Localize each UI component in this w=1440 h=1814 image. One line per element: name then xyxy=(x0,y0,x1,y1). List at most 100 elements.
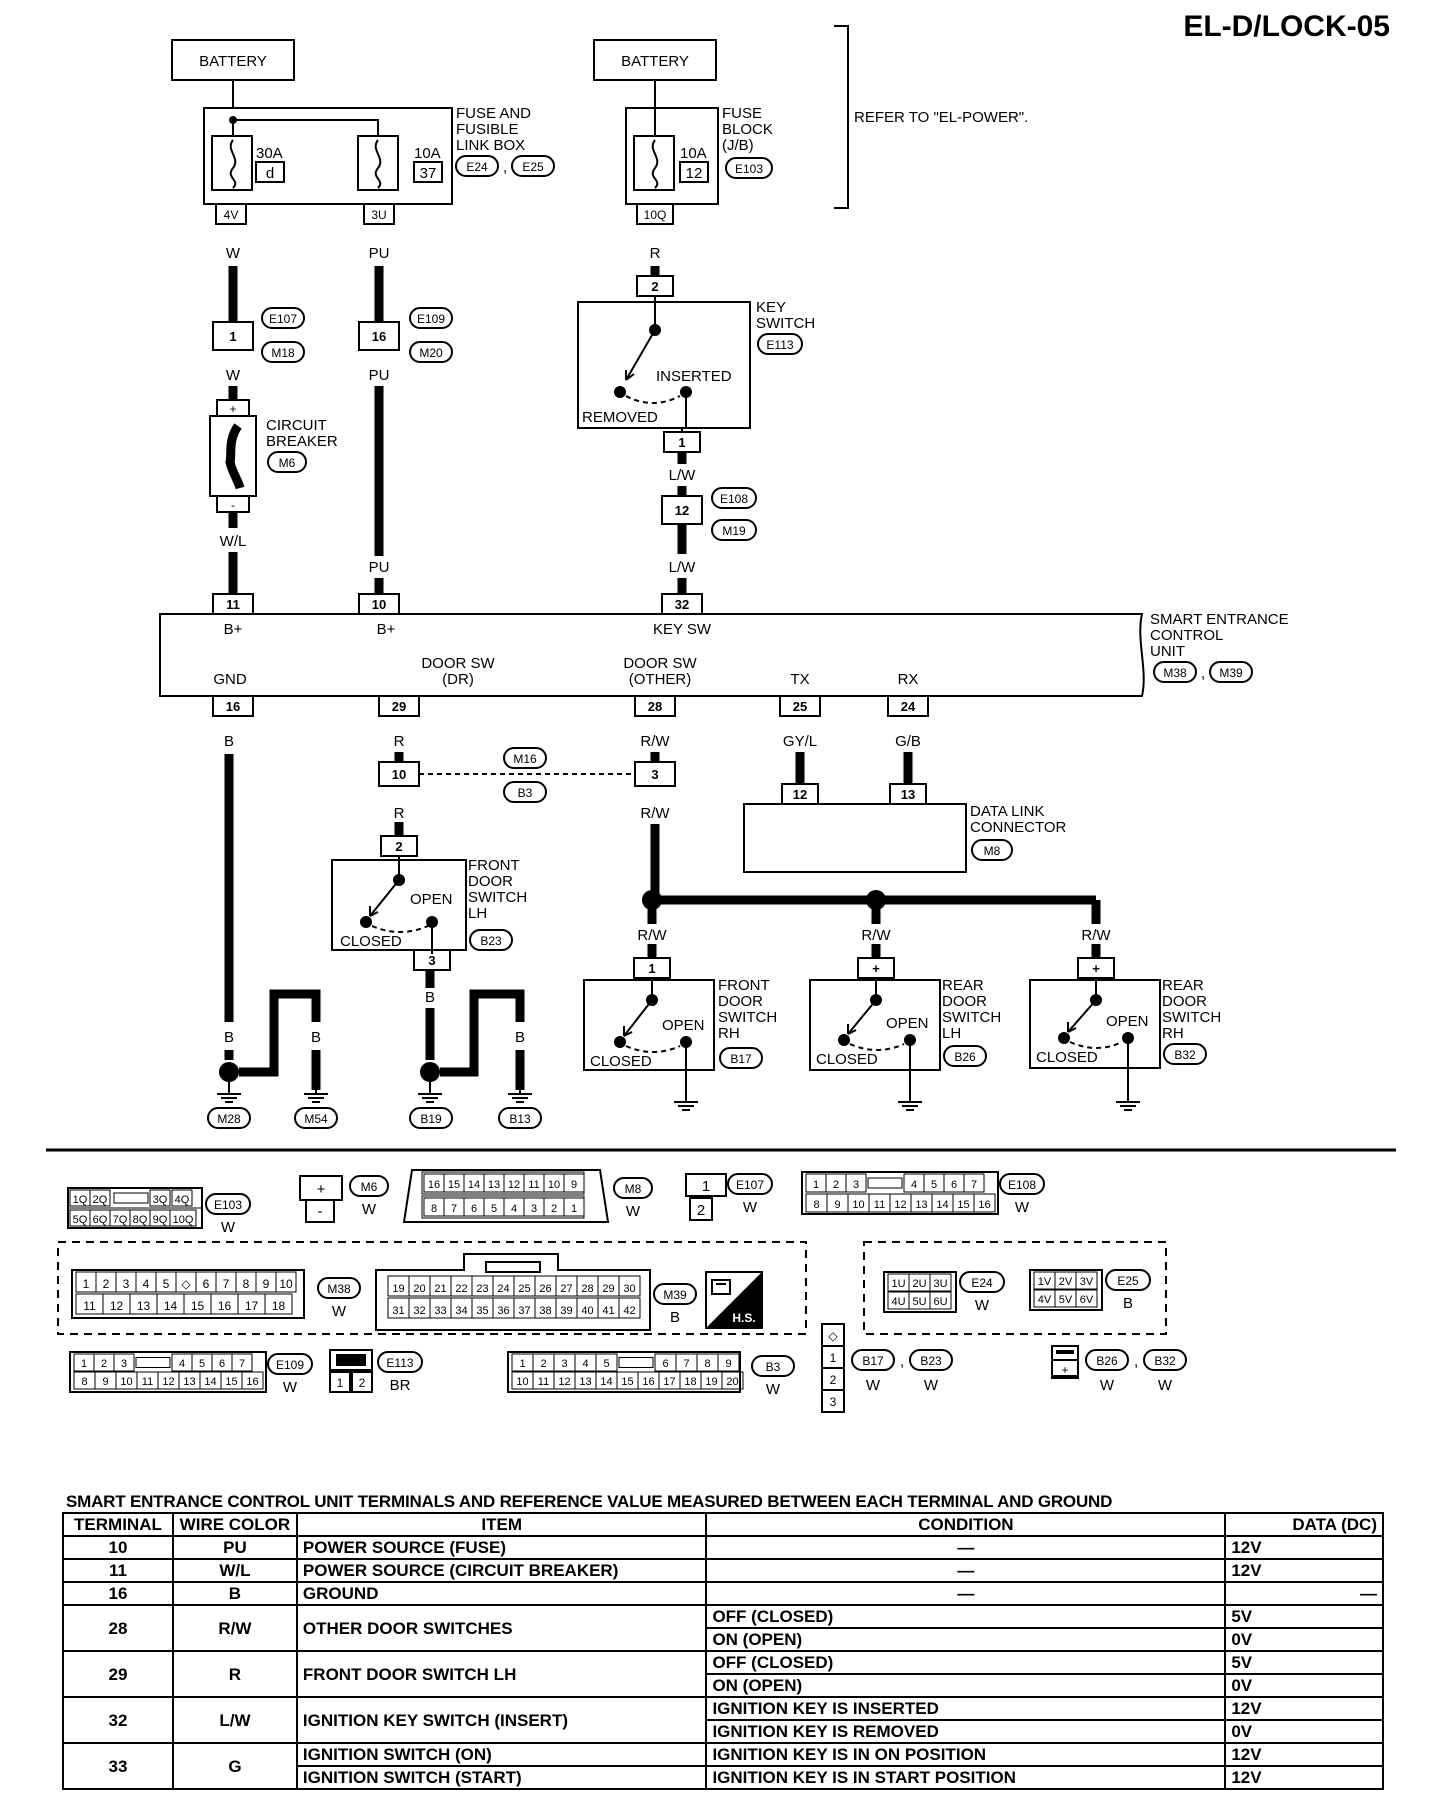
svg-text:-: - xyxy=(231,498,235,512)
svg-text:BATTERY: BATTERY xyxy=(199,53,267,70)
svg-text:SWITCH: SWITCH xyxy=(942,1009,1001,1026)
connector-pin-label: 5 xyxy=(163,1277,170,1291)
connector-pin-label: 6 xyxy=(219,1358,225,1370)
svg-text:CLOSED: CLOSED xyxy=(590,1053,652,1070)
svg-text:,: , xyxy=(1134,1353,1138,1370)
svg-text:B: B xyxy=(224,1029,234,1046)
svg-text:E103: E103 xyxy=(735,162,763,176)
connector-pin-label: 34 xyxy=(455,1305,467,1317)
connector-pin-label: 14 xyxy=(936,1199,948,1211)
svg-text:E107: E107 xyxy=(736,1178,764,1192)
connector-pin-label: 9 xyxy=(571,1179,577,1191)
rear-door-switch-rh: + OPEN CLOSED REAR DOOR SWITCH RH B32 xyxy=(1029,957,1221,1090)
svg-text:M28: M28 xyxy=(217,1112,241,1126)
svg-text:W: W xyxy=(866,1377,881,1394)
connector-pin-cell xyxy=(264,1293,293,1315)
connector-pin-label: 1 xyxy=(813,1179,819,1191)
svg-text:W: W xyxy=(332,1303,347,1320)
svg-text:1: 1 xyxy=(678,435,685,450)
svg-text:37: 37 xyxy=(420,165,437,182)
connector-pin-label: 35 xyxy=(476,1305,488,1317)
table-row: ON (OPEN)0V xyxy=(63,1627,1384,1652)
connector-view-e113: 1 2 E113 BR xyxy=(329,1349,423,1394)
svg-text:R/W: R/W xyxy=(637,927,667,944)
svg-text:E113: E113 xyxy=(386,1356,413,1370)
svg-text:M18: M18 xyxy=(271,346,295,360)
svg-text:,: , xyxy=(900,1353,904,1370)
connector-pin-label: 6 xyxy=(662,1358,668,1370)
connector-pin-label: 15 xyxy=(621,1376,633,1388)
svg-text:INSERTED: INSERTED xyxy=(656,368,732,385)
svg-text:PU: PU xyxy=(369,559,390,576)
connector-pin-label: 4 xyxy=(911,1179,917,1191)
svg-text:B23: B23 xyxy=(920,1354,942,1368)
connector-pin-label: 1 xyxy=(571,1203,577,1215)
connector-pin-label: 1 xyxy=(81,1358,87,1370)
svg-text:E24: E24 xyxy=(466,160,488,174)
svg-text:W: W xyxy=(743,1199,758,1216)
svg-text:5Q: 5Q xyxy=(73,1214,88,1226)
svg-text:8Q: 8Q xyxy=(133,1214,148,1226)
svg-text:B17: B17 xyxy=(862,1354,884,1368)
connector-pin-label: 16 xyxy=(246,1376,258,1388)
svg-text:24: 24 xyxy=(901,699,916,714)
svg-text:OPEN: OPEN xyxy=(410,891,453,908)
connector-pin-label: 13 xyxy=(488,1179,500,1191)
connector-pin-label: 12 xyxy=(110,1299,124,1313)
svg-text:13: 13 xyxy=(901,787,915,802)
svg-text:CONTROL: CONTROL xyxy=(1150,627,1223,644)
connector-pin-label: 19 xyxy=(392,1283,404,1295)
svg-text:LH: LH xyxy=(942,1025,961,1042)
svg-text:G/B: G/B xyxy=(895,733,921,750)
svg-text:SWITCH: SWITCH xyxy=(756,315,815,332)
connector-pin-cell xyxy=(563,1173,585,1193)
connector-pin-label: 10 xyxy=(852,1199,864,1211)
connector-view-b26-b32: + B26 , B32 W W xyxy=(1051,1345,1187,1394)
connector-pin-label: 9 xyxy=(102,1376,108,1388)
svg-text:CLOSED: CLOSED xyxy=(1036,1049,1098,1066)
connector-pin-label: 3 xyxy=(853,1179,859,1191)
svg-text:BATTERY: BATTERY xyxy=(621,53,689,70)
svg-text:PU: PU xyxy=(369,245,390,262)
connector-pin-label: 6 xyxy=(951,1179,957,1191)
connector-pin-label: 16 xyxy=(218,1299,232,1313)
connector-pin-label: 33 xyxy=(434,1305,446,1317)
svg-text:CIRCUIT: CIRCUIT xyxy=(266,417,327,434)
svg-text:B: B xyxy=(469,1029,479,1046)
connector-pin-label: 5 xyxy=(931,1179,937,1191)
connector-pin-label: 2 xyxy=(103,1277,110,1291)
connector-pin-label: 10 xyxy=(120,1376,132,1388)
connector-pin-label: 37 xyxy=(518,1305,530,1317)
svg-text:25: 25 xyxy=(793,699,807,714)
svg-text:B32: B32 xyxy=(1174,1048,1196,1062)
connector-pin-label: 10 xyxy=(548,1179,560,1191)
svg-text:2: 2 xyxy=(651,279,658,294)
header-wire-color: WIRE COLOR xyxy=(171,1512,298,1537)
svg-text:FUSE AND: FUSE AND xyxy=(456,105,531,122)
svg-text:E107: E107 xyxy=(269,312,297,326)
connector-pin-label: 20 xyxy=(726,1376,738,1388)
svg-text:7Q: 7Q xyxy=(113,1214,128,1226)
svg-text:(J/B): (J/B) xyxy=(722,137,754,154)
connector-pin-label: 3 xyxy=(561,1358,567,1370)
page-title: EL-D/LOCK-05 xyxy=(1183,10,1390,43)
svg-text:BLOCK: BLOCK xyxy=(722,121,773,138)
svg-text:M19: M19 xyxy=(722,524,746,538)
svg-text:+: + xyxy=(317,1181,326,1198)
svg-text:UNIT: UNIT xyxy=(1150,643,1185,660)
svg-text:W: W xyxy=(975,1297,990,1314)
connector-pin-label: 39 xyxy=(560,1305,572,1317)
connector-pin-label: 4 xyxy=(179,1358,185,1370)
svg-text:M54: M54 xyxy=(304,1112,328,1126)
svg-text:W: W xyxy=(1100,1377,1115,1394)
connector-pin-label: 3 xyxy=(531,1203,537,1215)
connector-pin-label: 19 xyxy=(705,1376,717,1388)
connector-pin-label: 10 xyxy=(516,1376,528,1388)
svg-text:4V: 4V xyxy=(224,208,239,222)
connector-pin-label: 20 xyxy=(413,1283,425,1295)
connector-pin-label: 8 xyxy=(243,1277,250,1291)
connector-pin-cell xyxy=(929,1273,952,1292)
